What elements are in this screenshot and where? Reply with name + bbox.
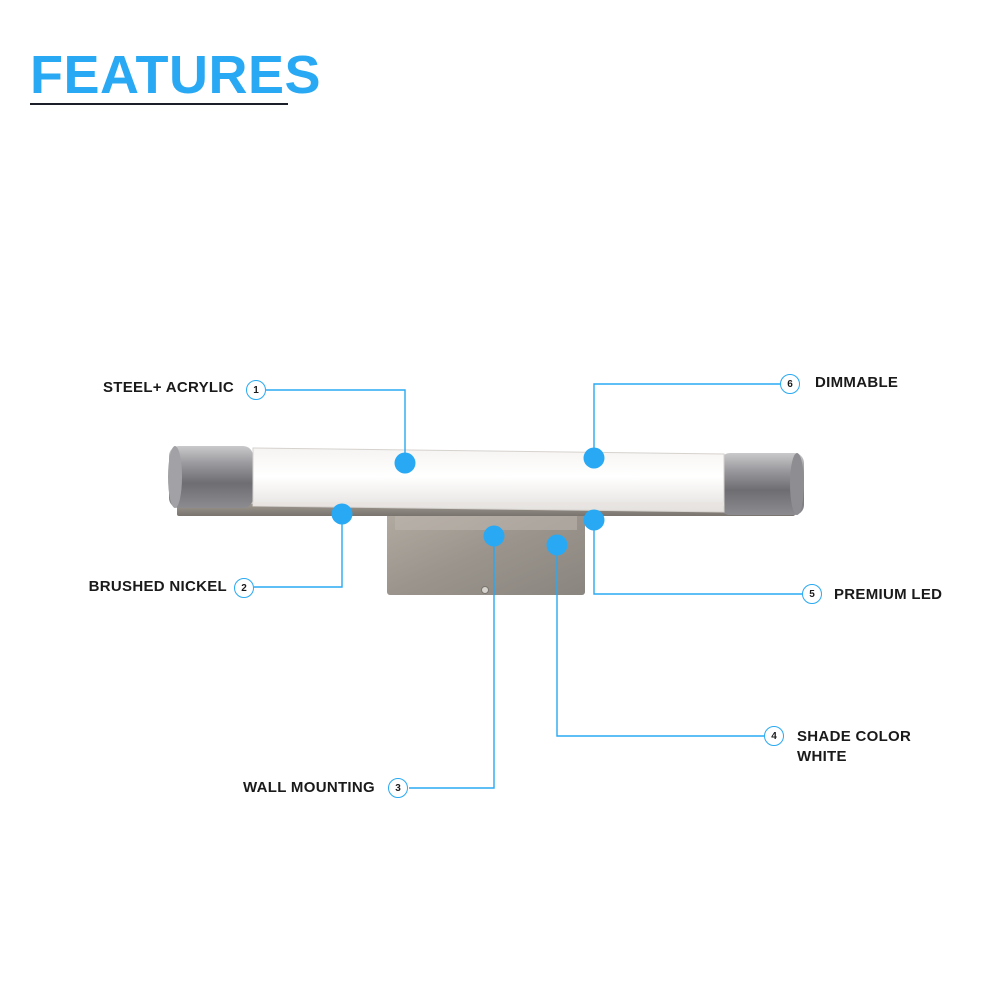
leader-lines [254, 383, 802, 789]
wall-mount-base-highlight [395, 512, 577, 530]
left-end-cap-face [168, 446, 182, 508]
feature-badge-4: 4 [764, 726, 784, 746]
feature-badge-3: 3 [388, 778, 408, 798]
feature-label-1: STEEL+ ACRYLIC [102, 379, 234, 396]
right-end-cap [720, 453, 804, 515]
leader-line-2 [254, 514, 343, 588]
feature-dot-3 [483, 525, 505, 547]
mount-screw [481, 586, 489, 594]
feature-label-4: SHADE COLOR WHITE [797, 727, 911, 767]
feature-badge-6: 6 [780, 374, 800, 394]
feature-label-2: BRUSHED NICKEL [88, 578, 227, 595]
feature-dot-4 [546, 534, 568, 556]
feature-dots [331, 447, 605, 556]
feature-label-6: DIMMABLE [815, 374, 899, 391]
feature-label-4-line-2: WHITE [797, 748, 847, 765]
feature-label-3: WALL MOUNTING [243, 779, 375, 796]
feature-dot-2 [331, 503, 353, 525]
leader-line-6 [593, 383, 780, 457]
feature-dot-1 [394, 452, 416, 474]
title-underline [30, 103, 288, 105]
leader-line-5 [593, 520, 802, 595]
feature-badge-2: 2 [234, 578, 254, 598]
right-end-cap-face [790, 453, 804, 515]
feature-badge-5: 5 [802, 584, 822, 604]
acrylic-shade-tube [252, 447, 725, 513]
leader-line-4 [556, 545, 764, 737]
left-end-cap [169, 446, 253, 508]
feature-badge-1: 1 [246, 380, 266, 400]
page-title: FEATURES [30, 45, 322, 105]
leader-line-3 [409, 536, 495, 789]
leader-line-1 [266, 389, 406, 462]
feature-dot-5 [583, 509, 605, 531]
feature-label-4-line-1: SHADE COLOR [797, 728, 912, 745]
tube-shadow-edge [253, 502, 724, 506]
feature-label-5: PREMIUM LED [834, 586, 943, 603]
feature-dot-6 [583, 447, 605, 469]
